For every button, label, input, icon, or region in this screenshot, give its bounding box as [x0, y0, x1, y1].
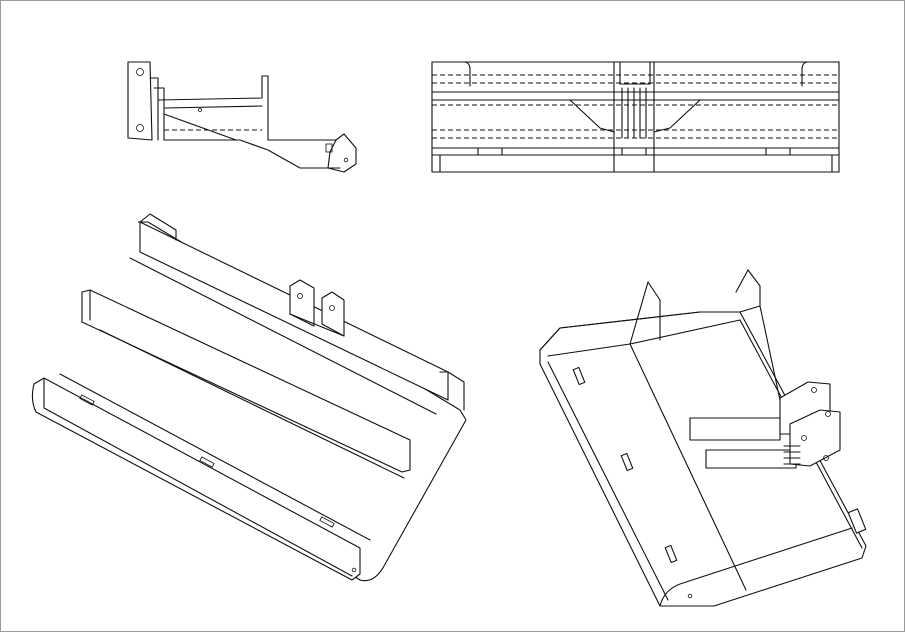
side-view — [127, 61, 357, 173]
front-view — [431, 61, 840, 173]
isometric-view-right — [539, 269, 867, 607]
isometric-view-left — [31, 213, 467, 582]
